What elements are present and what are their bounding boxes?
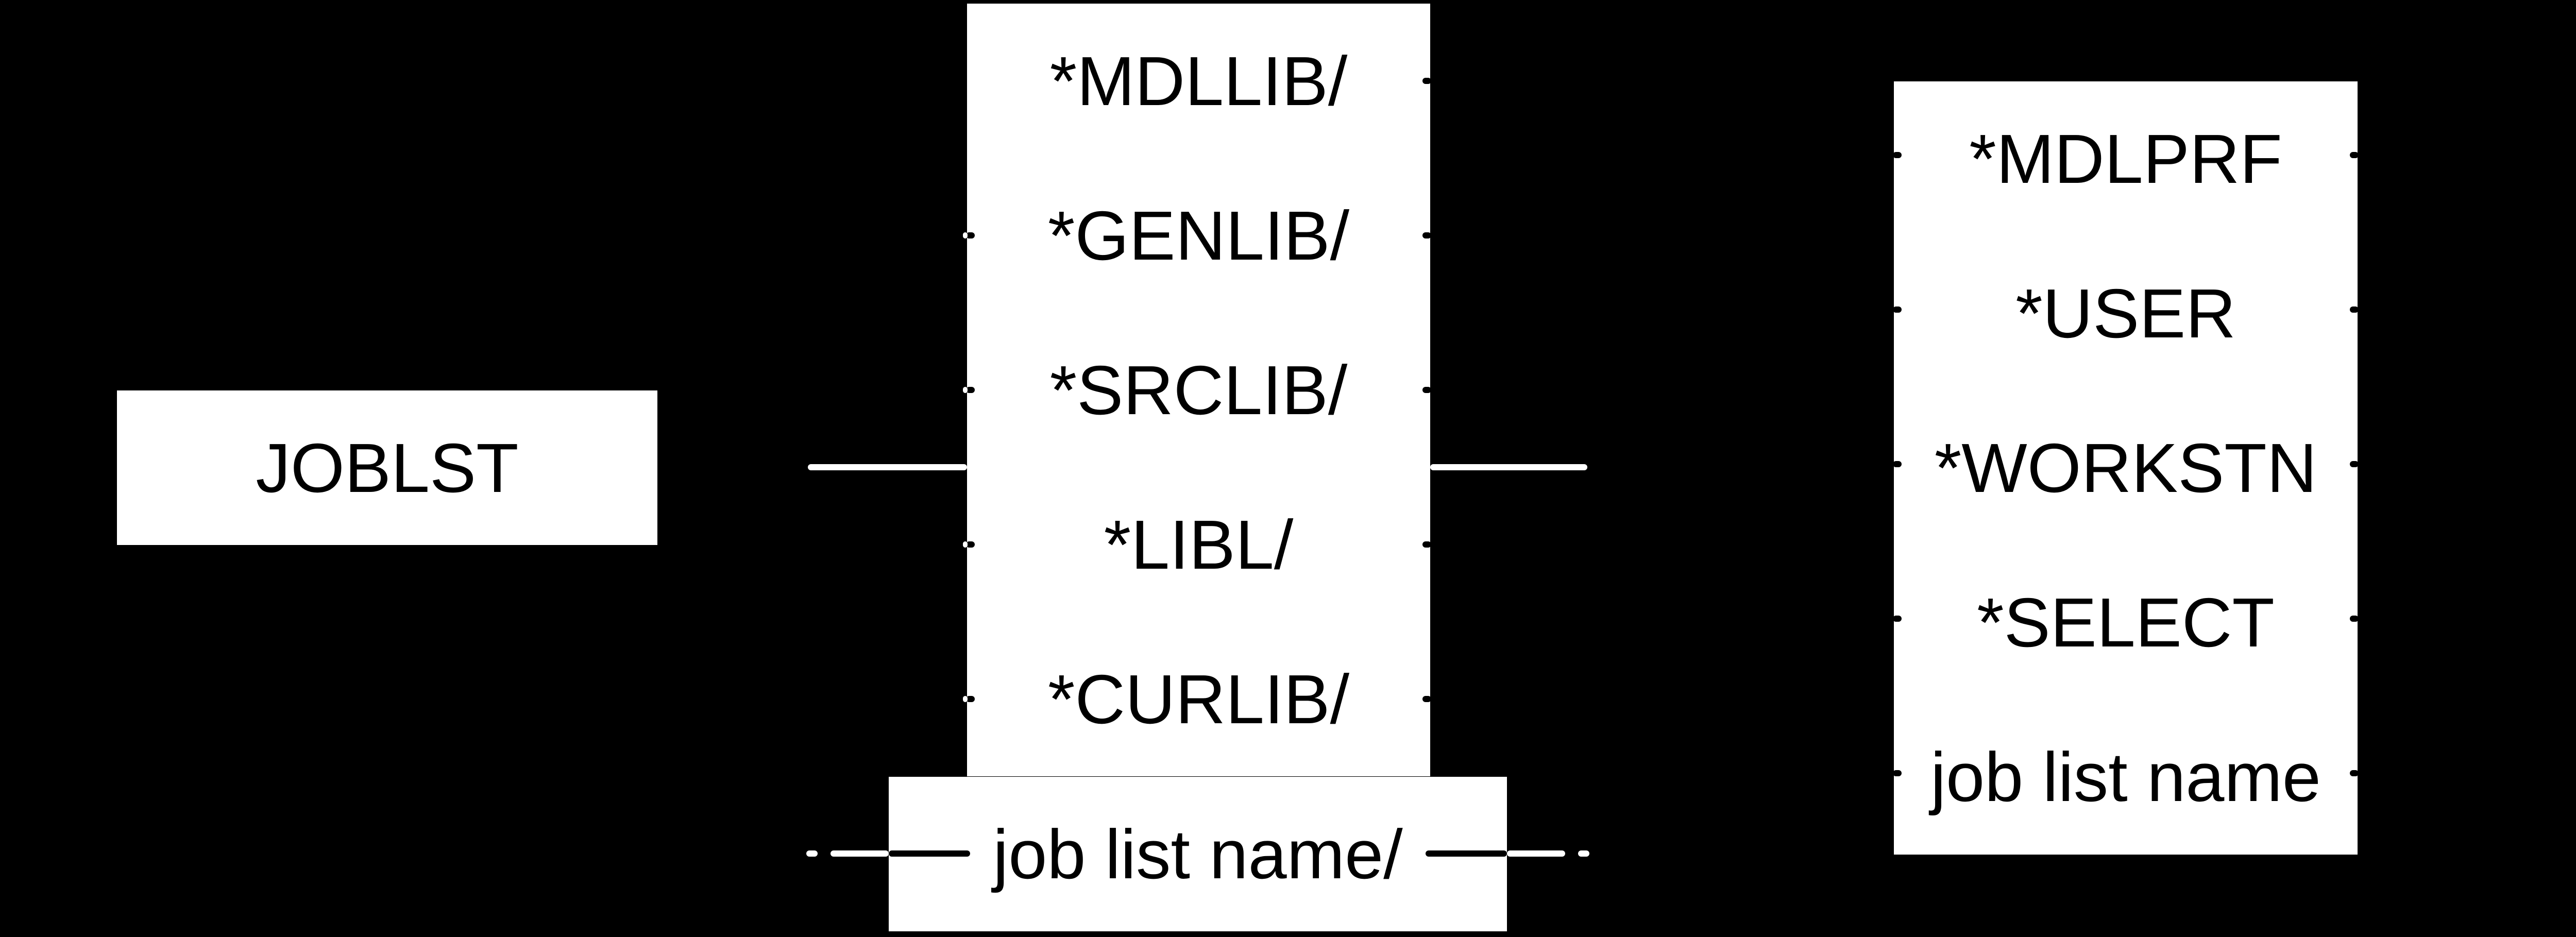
library-option: *GENLIB/ bbox=[1047, 196, 1350, 275]
connector-dash bbox=[1507, 850, 1565, 857]
connector-tick bbox=[966, 232, 975, 238]
connector-dash bbox=[1578, 850, 1589, 857]
main-connector-line-right bbox=[1430, 464, 1587, 470]
connector-tick bbox=[1422, 78, 1431, 84]
joblst-parameter-label: JOBLST bbox=[256, 429, 519, 507]
connector-tick bbox=[2350, 770, 2359, 776]
value-choice-box: *MDLPRF *USER *WORKSTN *SELECT job list … bbox=[1894, 81, 2358, 855]
library-option: *MDLLIB/ bbox=[1049, 42, 1348, 120]
connector-tick bbox=[1893, 461, 1902, 467]
connector-tick bbox=[966, 387, 975, 393]
connector-dash bbox=[889, 850, 970, 857]
job-list-name-qualifier-label: job list name/ bbox=[993, 815, 1403, 893]
value-option: *SELECT bbox=[1977, 583, 2275, 661]
job-list-name-qualifier-box: job list name/ bbox=[889, 777, 1507, 931]
connector-tick bbox=[966, 541, 975, 548]
connector-tick bbox=[1893, 306, 1902, 313]
connector-tick bbox=[2350, 616, 2359, 622]
connector-tick bbox=[2350, 306, 2359, 313]
joblst-parameter-box: JOBLST bbox=[117, 390, 657, 545]
connector-tick-outer-cap bbox=[963, 541, 968, 548]
main-connector-line-left bbox=[808, 464, 967, 470]
connector-dash bbox=[1426, 850, 1507, 857]
connector-tick bbox=[1422, 541, 1431, 548]
connector-tick bbox=[1893, 616, 1902, 622]
connector-tick bbox=[966, 696, 975, 702]
connector-dash bbox=[806, 850, 818, 857]
connector-dash bbox=[831, 850, 889, 857]
connector-tick-outer-cap bbox=[963, 387, 968, 393]
connector-tick bbox=[1893, 770, 1902, 776]
connector-tick bbox=[1893, 152, 1902, 158]
library-option: *LIBL/ bbox=[1104, 505, 1294, 584]
connector-tick bbox=[1422, 232, 1431, 238]
connector-tick-outer-cap bbox=[963, 696, 968, 702]
connector-tick bbox=[1422, 387, 1431, 393]
connector-tick bbox=[1422, 696, 1431, 702]
library-option: *CURLIB/ bbox=[1047, 660, 1350, 738]
connector-tick bbox=[2350, 152, 2359, 158]
connector-tick-outer-cap bbox=[963, 232, 968, 238]
library-option: *SRCLIB/ bbox=[1049, 351, 1348, 429]
value-option: job list name bbox=[1930, 738, 2321, 816]
library-choice-box: *MDLLIB/ *GENLIB/ *SRCLIB/ *LIBL/ *CURLI… bbox=[967, 4, 1430, 776]
connector-tick bbox=[2350, 461, 2359, 467]
value-option: *USER bbox=[2015, 274, 2236, 352]
value-option: *MDLPRF bbox=[1969, 120, 2282, 198]
value-option: *WORKSTN bbox=[1934, 429, 2317, 507]
